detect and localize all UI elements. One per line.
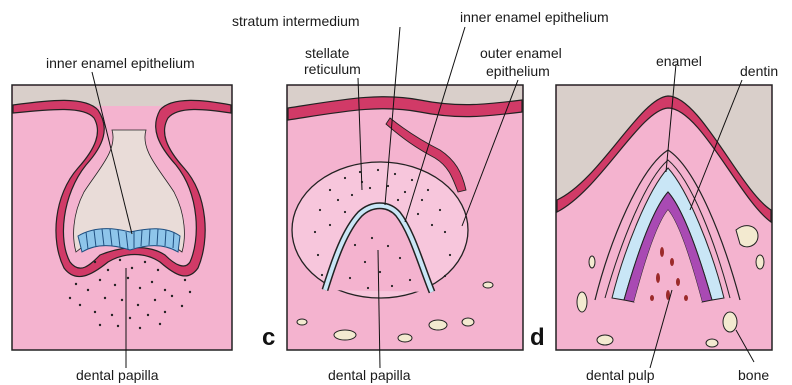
panel-b <box>12 72 232 368</box>
panel-c-letter: c <box>262 326 275 350</box>
label-d-dental-pulp: dental pulp <box>586 368 655 383</box>
label-d-enamel: enamel <box>656 54 702 69</box>
panel-d <box>556 64 772 368</box>
panel-d-letter: d <box>530 326 545 350</box>
label-b-inner-enamel-epithelium: inner enamel epithelium <box>46 56 195 71</box>
label-d-dentin: dentin <box>740 64 778 79</box>
label-d-bone: bone <box>738 368 769 383</box>
label-c-outer-enamel: outer enamel <box>480 46 562 61</box>
label-c-reticulum: reticulum <box>304 62 361 77</box>
label-c-stratum-intermedium: stratum intermedium <box>232 14 360 29</box>
label-c-inner-enamel-epithelium: inner enamel epithelium <box>460 10 609 25</box>
label-b-dental-papilla: dental papilla <box>76 368 159 383</box>
label-c-dental-papilla: dental papilla <box>328 368 411 383</box>
label-c-stellate: stellate <box>305 46 349 61</box>
label-c-epithelium: epithelium <box>486 64 550 79</box>
